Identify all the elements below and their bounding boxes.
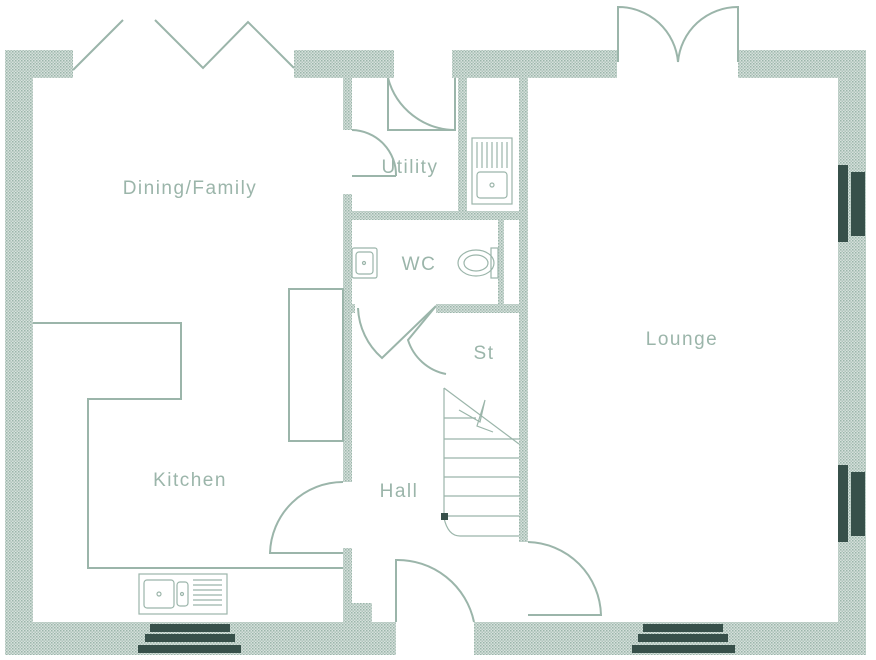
kitchen-window: [150, 624, 230, 632]
internal-walls: [343, 78, 528, 622]
external-walls: [5, 50, 866, 655]
lounge-door: [527, 541, 603, 616]
lounge-window-upper: [838, 165, 848, 242]
lounge-window-bottom: [643, 624, 723, 632]
windows: [138, 165, 865, 653]
kitchen-units: [33, 288, 344, 615]
worktop-outline: [33, 322, 343, 569]
room-label-dining-family: Dining/Family: [123, 178, 258, 199]
room-label-lounge: Lounge: [646, 329, 718, 350]
kitchen-sink-icon: [138, 573, 228, 615]
room-labels: Dining/Family Utility WC Lounge St Kitch…: [123, 157, 718, 502]
french-door-left: [617, 5, 679, 63]
bifold-door-right: [154, 19, 295, 70]
wc-door: [357, 305, 437, 360]
room-label-wc: WC: [402, 254, 437, 275]
stairs: [441, 387, 520, 537]
wc-basin-icon: [351, 247, 378, 279]
toilet-icon: [457, 247, 499, 279]
bifold-door-left: [72, 19, 124, 71]
lounge-window-lower: [838, 465, 848, 542]
room-label-hall: Hall: [380, 481, 419, 502]
tall-units: [288, 288, 344, 442]
doors: [72, 5, 739, 623]
utility-sink-icon: [471, 137, 513, 205]
kitchen-door: [268, 481, 344, 554]
french-door-right: [677, 5, 739, 63]
utility-door: [387, 77, 456, 131]
room-label-kitchen: Kitchen: [153, 470, 227, 491]
front-door: [395, 558, 475, 623]
store-door: [406, 305, 447, 375]
room-label-utility: Utility: [382, 157, 439, 178]
room-label-store: St: [474, 343, 495, 364]
